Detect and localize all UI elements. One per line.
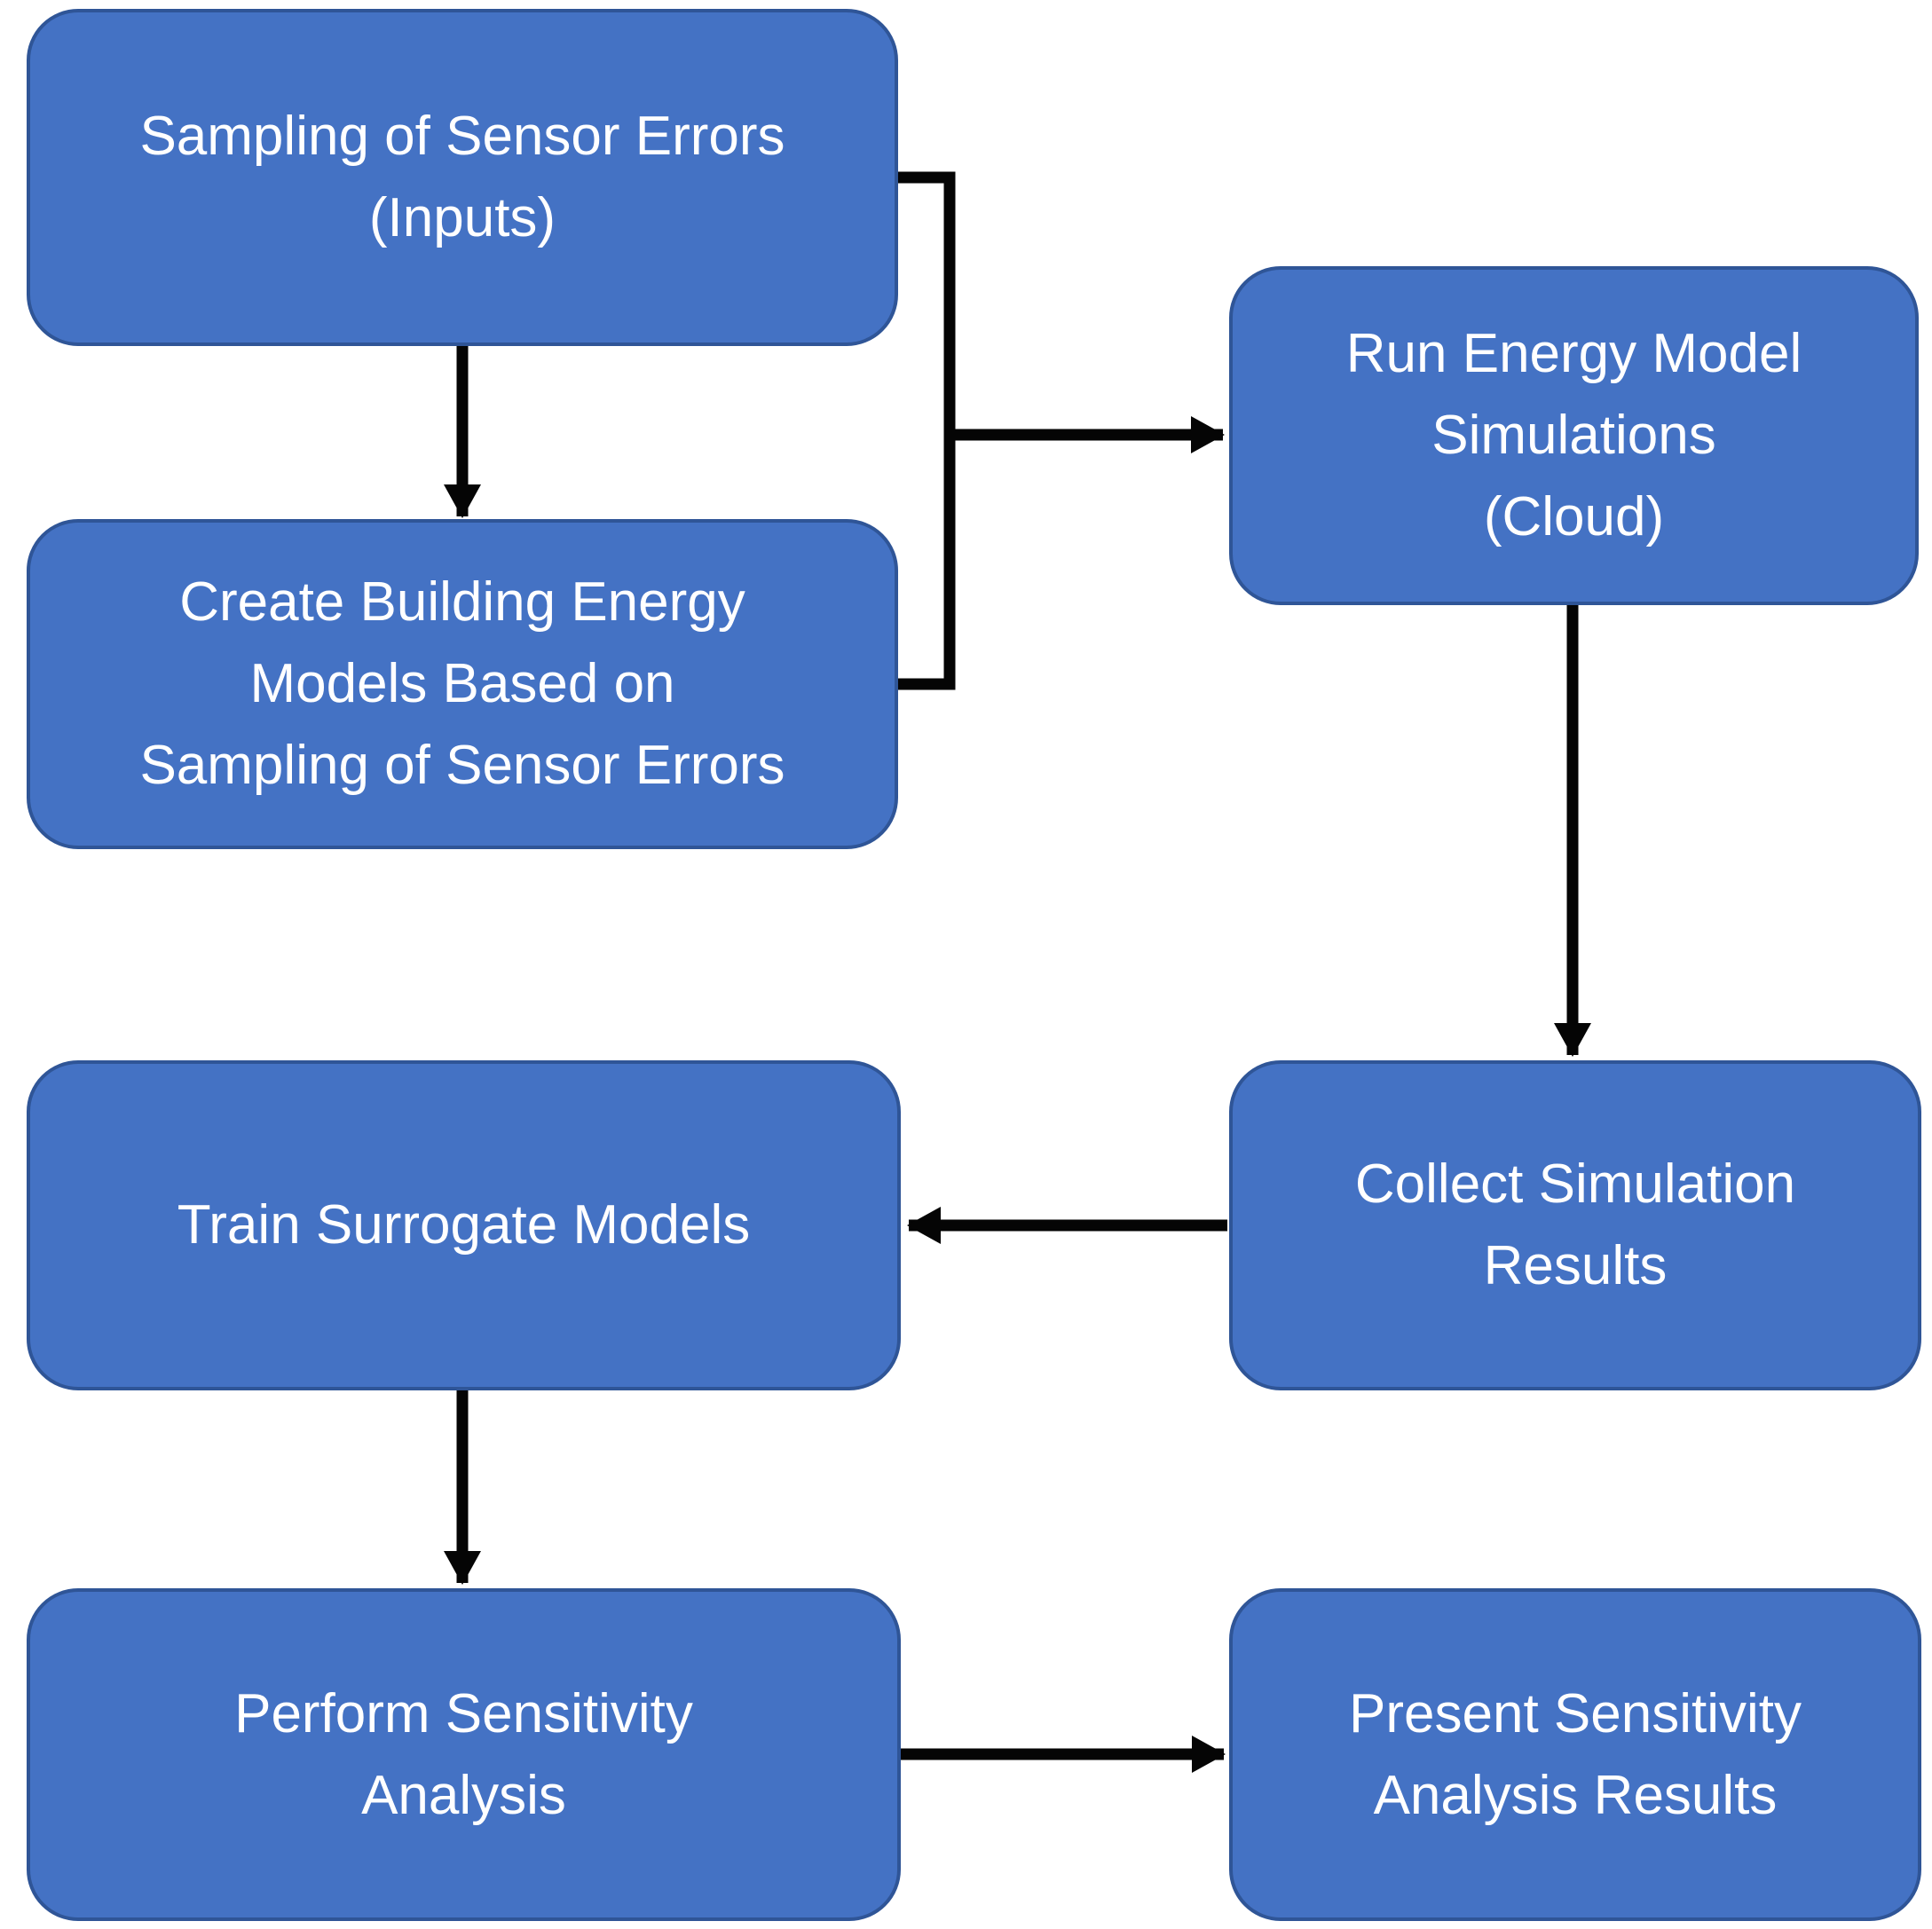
node-train-surrogate-models-label: Train Surrogate Models (177, 1194, 751, 1256)
node-perform-sensitivity-analysis-label: Perform Sensitivity Analysis (234, 1682, 693, 1826)
node-sampling-of-sensor-errors-label: Sampling of Sensor Errors (Inputs) (139, 106, 785, 248)
node-create-building-energy-models-label: Create Building Energy Models Based on S… (139, 571, 785, 796)
node-train-surrogate-models: Train Surrogate Models (27, 1060, 901, 1390)
node-create-building-energy-models: Create Building Energy Models Based on S… (27, 519, 898, 849)
node-sampling-of-sensor-errors: Sampling of Sensor Errors (Inputs) (27, 9, 898, 346)
node-present-sensitivity-analysis-results-label: Present Sensitivity Analysis Results (1349, 1682, 1802, 1826)
node-perform-sensitivity-analysis: Perform Sensitivity Analysis (27, 1588, 901, 1921)
merge-bracket-connector (898, 171, 956, 690)
node-collect-simulation-results-label: Collect Simulation Results (1354, 1153, 1796, 1296)
node-present-sensitivity-analysis-results: Present Sensitivity Analysis Results (1229, 1588, 1921, 1921)
node-run-energy-model-simulations: Run Energy Model Simulations (Cloud) (1229, 266, 1919, 605)
node-collect-simulation-results: Collect Simulation Results (1229, 1060, 1921, 1390)
node-run-energy-model-simulations-label: Run Energy Model Simulations (Cloud) (1345, 323, 1802, 547)
